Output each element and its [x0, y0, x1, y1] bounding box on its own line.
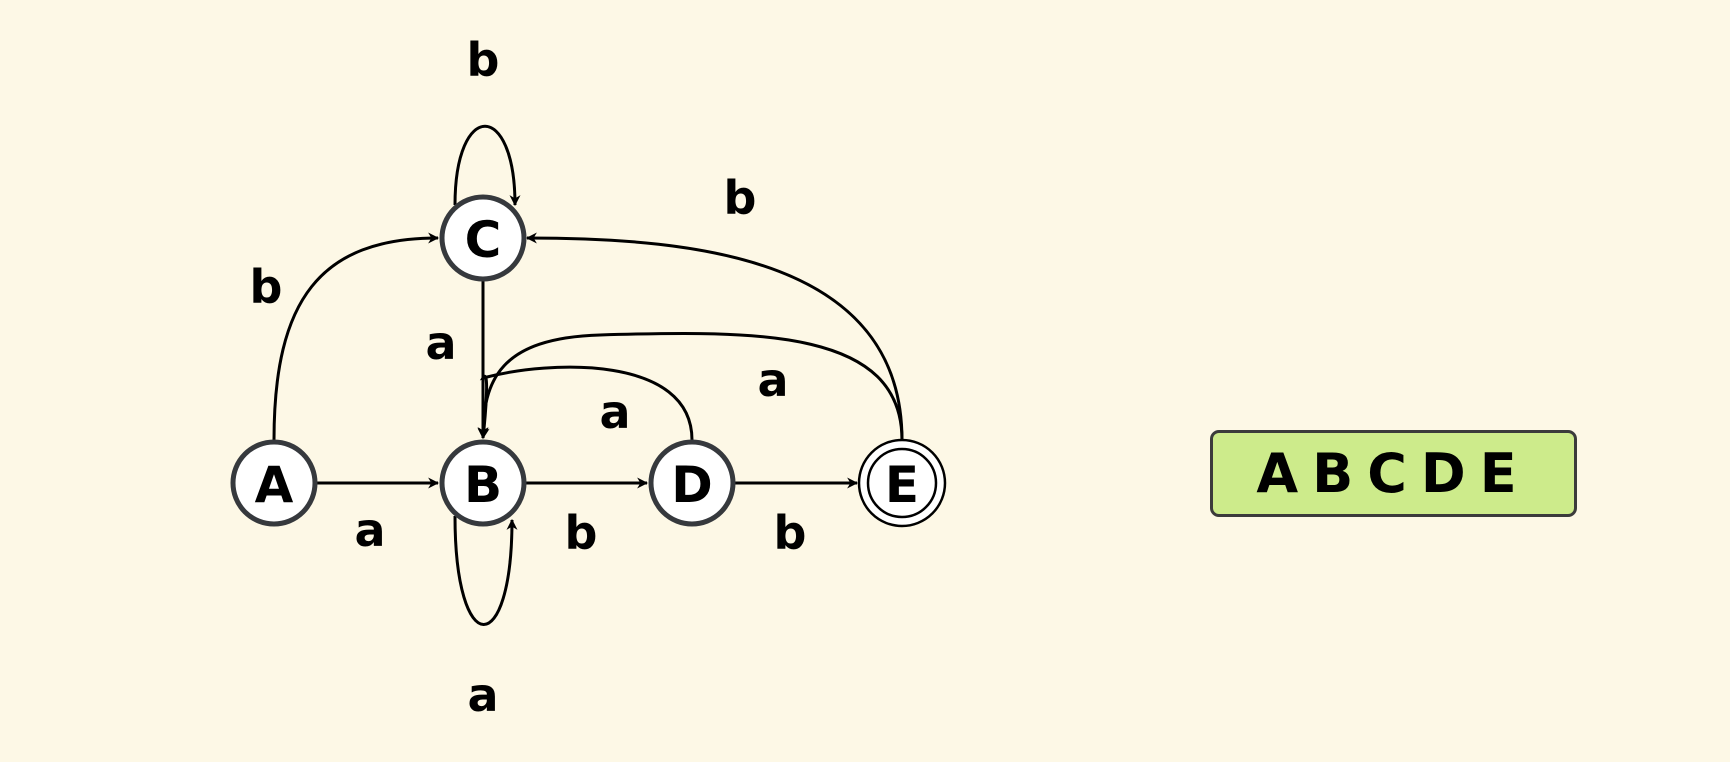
final-state-inner-ring: [866, 447, 938, 519]
transition-label-D-to-B: a: [599, 385, 630, 439]
state-C: C: [439, 194, 527, 282]
transition-C-to-C: [453, 125, 521, 207]
transition-D-to-B: [478, 365, 694, 441]
state-label: E: [885, 456, 919, 514]
state-D: D: [648, 439, 736, 527]
transition-label-D-to-E: b: [774, 506, 807, 560]
transition-A-to-C: [272, 232, 440, 441]
state-E: E: [857, 438, 947, 528]
transition-label-E-to-C: b: [724, 171, 757, 225]
transition-label-B-to-B: a: [467, 668, 498, 722]
state-circle: [230, 439, 318, 527]
state-A: A: [230, 439, 318, 527]
state-B: B: [439, 439, 527, 527]
transition-label-E-to-B: a: [757, 353, 788, 407]
state-circle: [439, 194, 527, 282]
transition-E-to-C: [525, 232, 904, 441]
legend-text: ABCDE: [1256, 442, 1531, 505]
state-legend: ABCDE: [1210, 430, 1577, 517]
transition-label-C-to-C: b: [467, 33, 500, 87]
state-label: A: [255, 456, 294, 514]
state-circle: [648, 439, 736, 527]
final-state-outer-ring: [857, 438, 947, 528]
transition-label-A-to-B: a: [354, 503, 385, 557]
transition-label-A-to-C: b: [250, 260, 283, 314]
transition-B-to-B: [453, 515, 518, 626]
transition-E-to-B: [477, 331, 904, 441]
transition-label-C-to-B: a: [425, 316, 456, 370]
state-label: D: [671, 456, 713, 514]
state-label: C: [465, 211, 502, 269]
transition-label-B-to-D: b: [565, 506, 598, 560]
state-label: B: [464, 456, 502, 514]
state-circle: [439, 439, 527, 527]
